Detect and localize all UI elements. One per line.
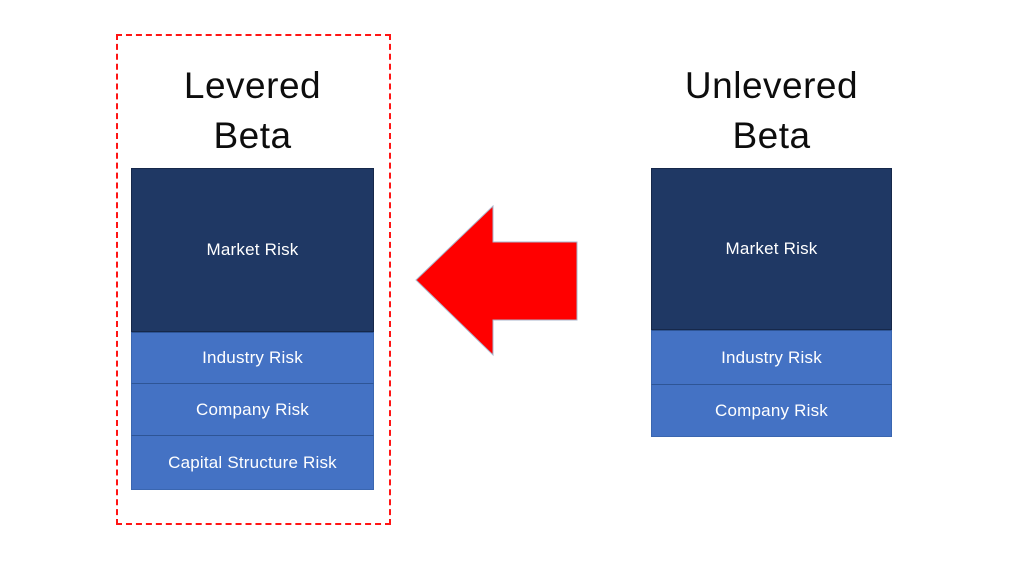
levered-company-risk-label: Company Risk xyxy=(196,399,309,419)
unlevered-beta-title: Unlevered Beta xyxy=(651,61,892,161)
levered-industry-risk-label: Industry Risk xyxy=(202,348,303,367)
left-arrow-icon xyxy=(415,204,579,357)
levered-company-risk-box: Company Risk xyxy=(131,383,374,435)
unlevered-beta-stack: Market Risk Industry Risk Company Risk xyxy=(651,168,892,437)
levered-title-line1: Levered xyxy=(183,65,322,106)
unlevered-market-risk-label: Market Risk xyxy=(725,239,818,258)
levered-title-line2: Beta xyxy=(213,115,292,156)
levered-beta-stack: Market Risk Industry Risk Company Risk C… xyxy=(131,168,374,490)
unlevered-company-risk-label: Company Risk xyxy=(715,400,828,420)
unlevered-market-risk-box: Market Risk xyxy=(651,168,892,330)
levered-capital-structure-risk-box: Capital Structure Risk xyxy=(131,435,374,490)
levered-industry-risk-box: Industry Risk xyxy=(131,332,374,383)
unlevered-company-risk-box: Company Risk xyxy=(651,384,892,437)
unlevered-industry-risk-label: Industry Risk xyxy=(721,347,822,367)
levered-market-risk-label: Market Risk xyxy=(206,240,299,259)
levered-beta-title: Levered Beta xyxy=(131,61,374,161)
left-arrow-shape xyxy=(415,204,578,357)
unlevered-title-line2: Beta xyxy=(732,115,811,156)
unlevered-industry-risk-box: Industry Risk xyxy=(651,330,892,384)
unlevered-title-line1: Unlevered xyxy=(684,65,859,106)
levered-market-risk-box: Market Risk xyxy=(131,168,374,332)
levered-capital-structure-risk-label: Capital Structure Risk xyxy=(168,452,337,472)
levered-highlight-border xyxy=(116,34,391,525)
